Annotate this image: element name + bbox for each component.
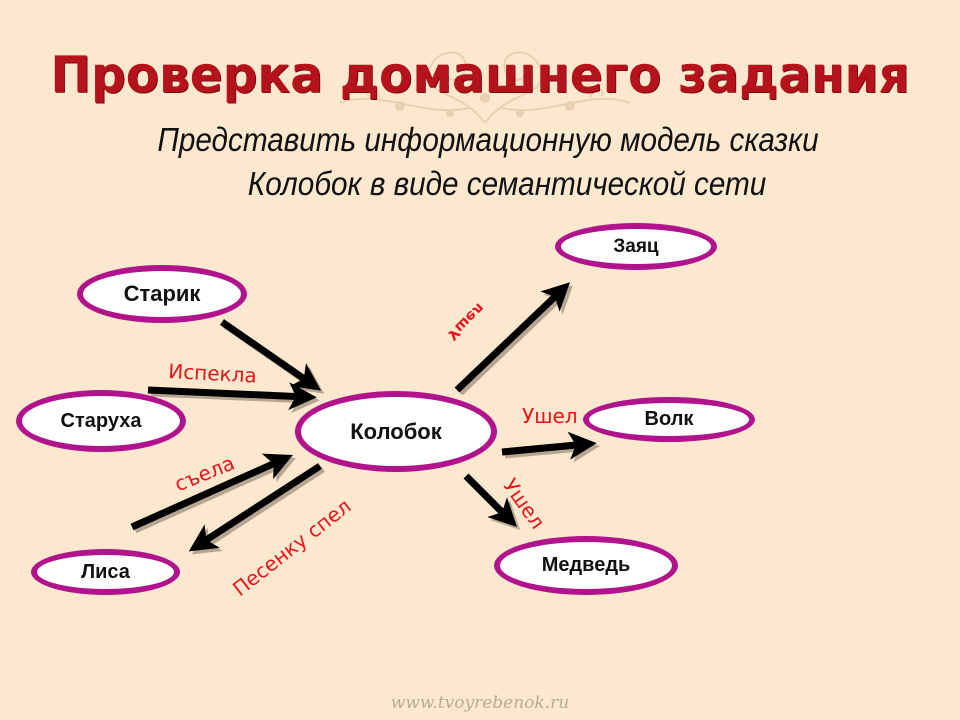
node-volk[interactable]: Волк (583, 397, 755, 442)
subtitle-line-1: Представить информационную модель сказки (157, 121, 819, 158)
arrow-kolobok-zayac (454, 282, 571, 393)
node-kolobok[interactable]: Колобок (295, 391, 497, 472)
node-starik[interactable]: Старик (77, 265, 247, 323)
arrow-kolobok-volk (501, 431, 597, 460)
footer-watermark: www.tvoyrebenok.ru (390, 693, 570, 713)
edge-label-ispekla: Испекла (167, 359, 258, 388)
node-label: Волк (644, 408, 694, 430)
node-label: Заяц (613, 235, 659, 257)
slide-title: Проверка домашнего задания (50, 46, 910, 104)
node-label: Медведь (541, 554, 631, 576)
node-zayac[interactable]: Заяц (555, 223, 717, 270)
arrow-lisa-kolobok (130, 453, 293, 531)
ornament-flourish-icon (339, 51, 631, 124)
arrow-starik-kolobok (220, 319, 322, 391)
node-medved[interactable]: Медведь (494, 536, 678, 595)
arrow-kolobok-medved (463, 473, 517, 527)
edge-label-ushel-volk: Ушел (522, 404, 578, 428)
node-label: Старуха (60, 409, 142, 432)
arrow-kolobok-lisa (188, 463, 322, 552)
node-lisa[interactable]: Лиса (31, 549, 180, 595)
node-label: Лиса (81, 560, 130, 583)
subtitle-line-2: Колобок в виде семантической сети (247, 165, 767, 202)
node-label: Колобок (350, 418, 442, 444)
node-staruha[interactable]: Старуха (16, 390, 186, 452)
node-label: Старик (123, 281, 201, 306)
arrow-staruha-kolobok (147, 382, 317, 411)
